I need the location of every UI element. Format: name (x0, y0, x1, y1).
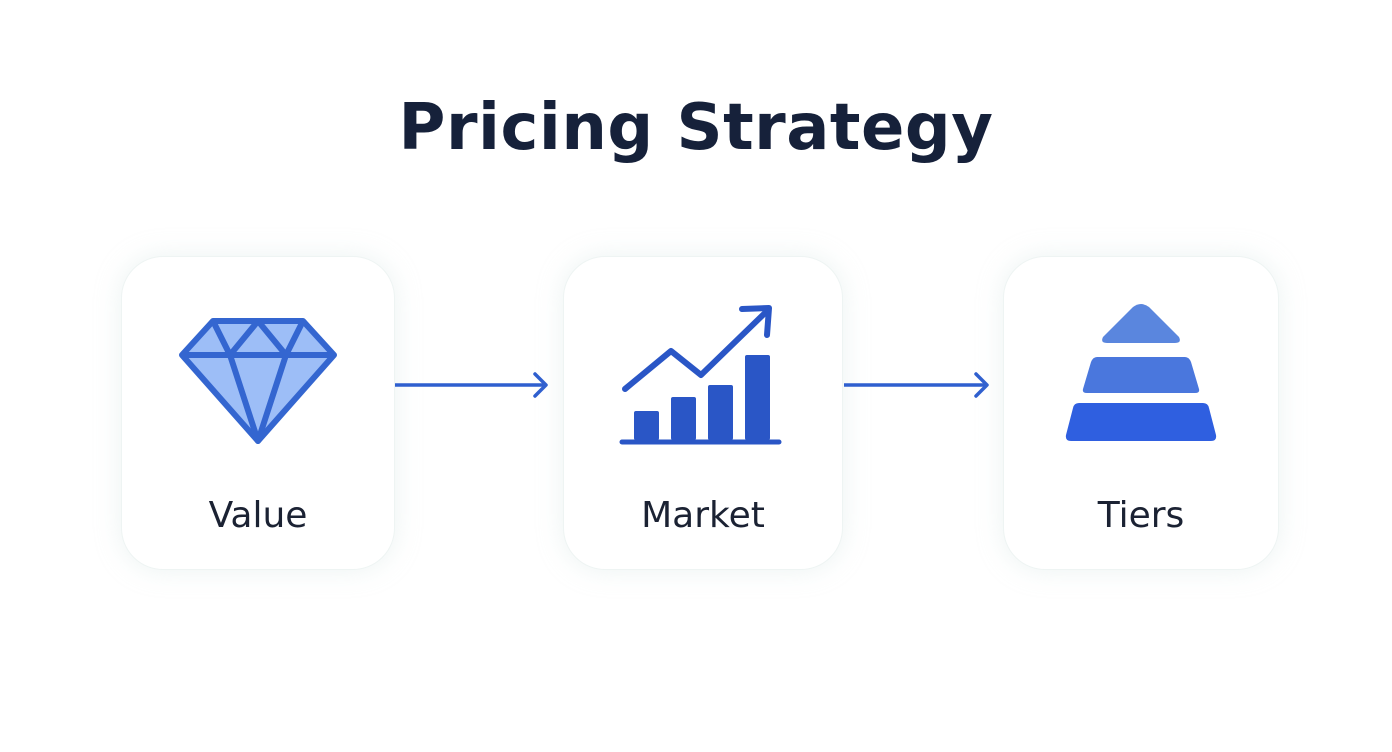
step-label-tiers: Tiers (1097, 495, 1185, 536)
step-card-market: Market (563, 256, 843, 570)
flow-arrow (393, 372, 551, 403)
growth-bar-chart-icon (619, 301, 783, 452)
diamond-icon (178, 315, 338, 452)
step-card-value: Value (121, 256, 395, 570)
step-label-value: Value (208, 495, 308, 536)
flow-arrow (842, 372, 992, 403)
pyramid-tiers-icon (1061, 303, 1221, 450)
page-title: Pricing Strategy (398, 91, 994, 165)
step-card-tiers: Tiers (1003, 256, 1279, 570)
step-label-market: Market (641, 495, 765, 536)
